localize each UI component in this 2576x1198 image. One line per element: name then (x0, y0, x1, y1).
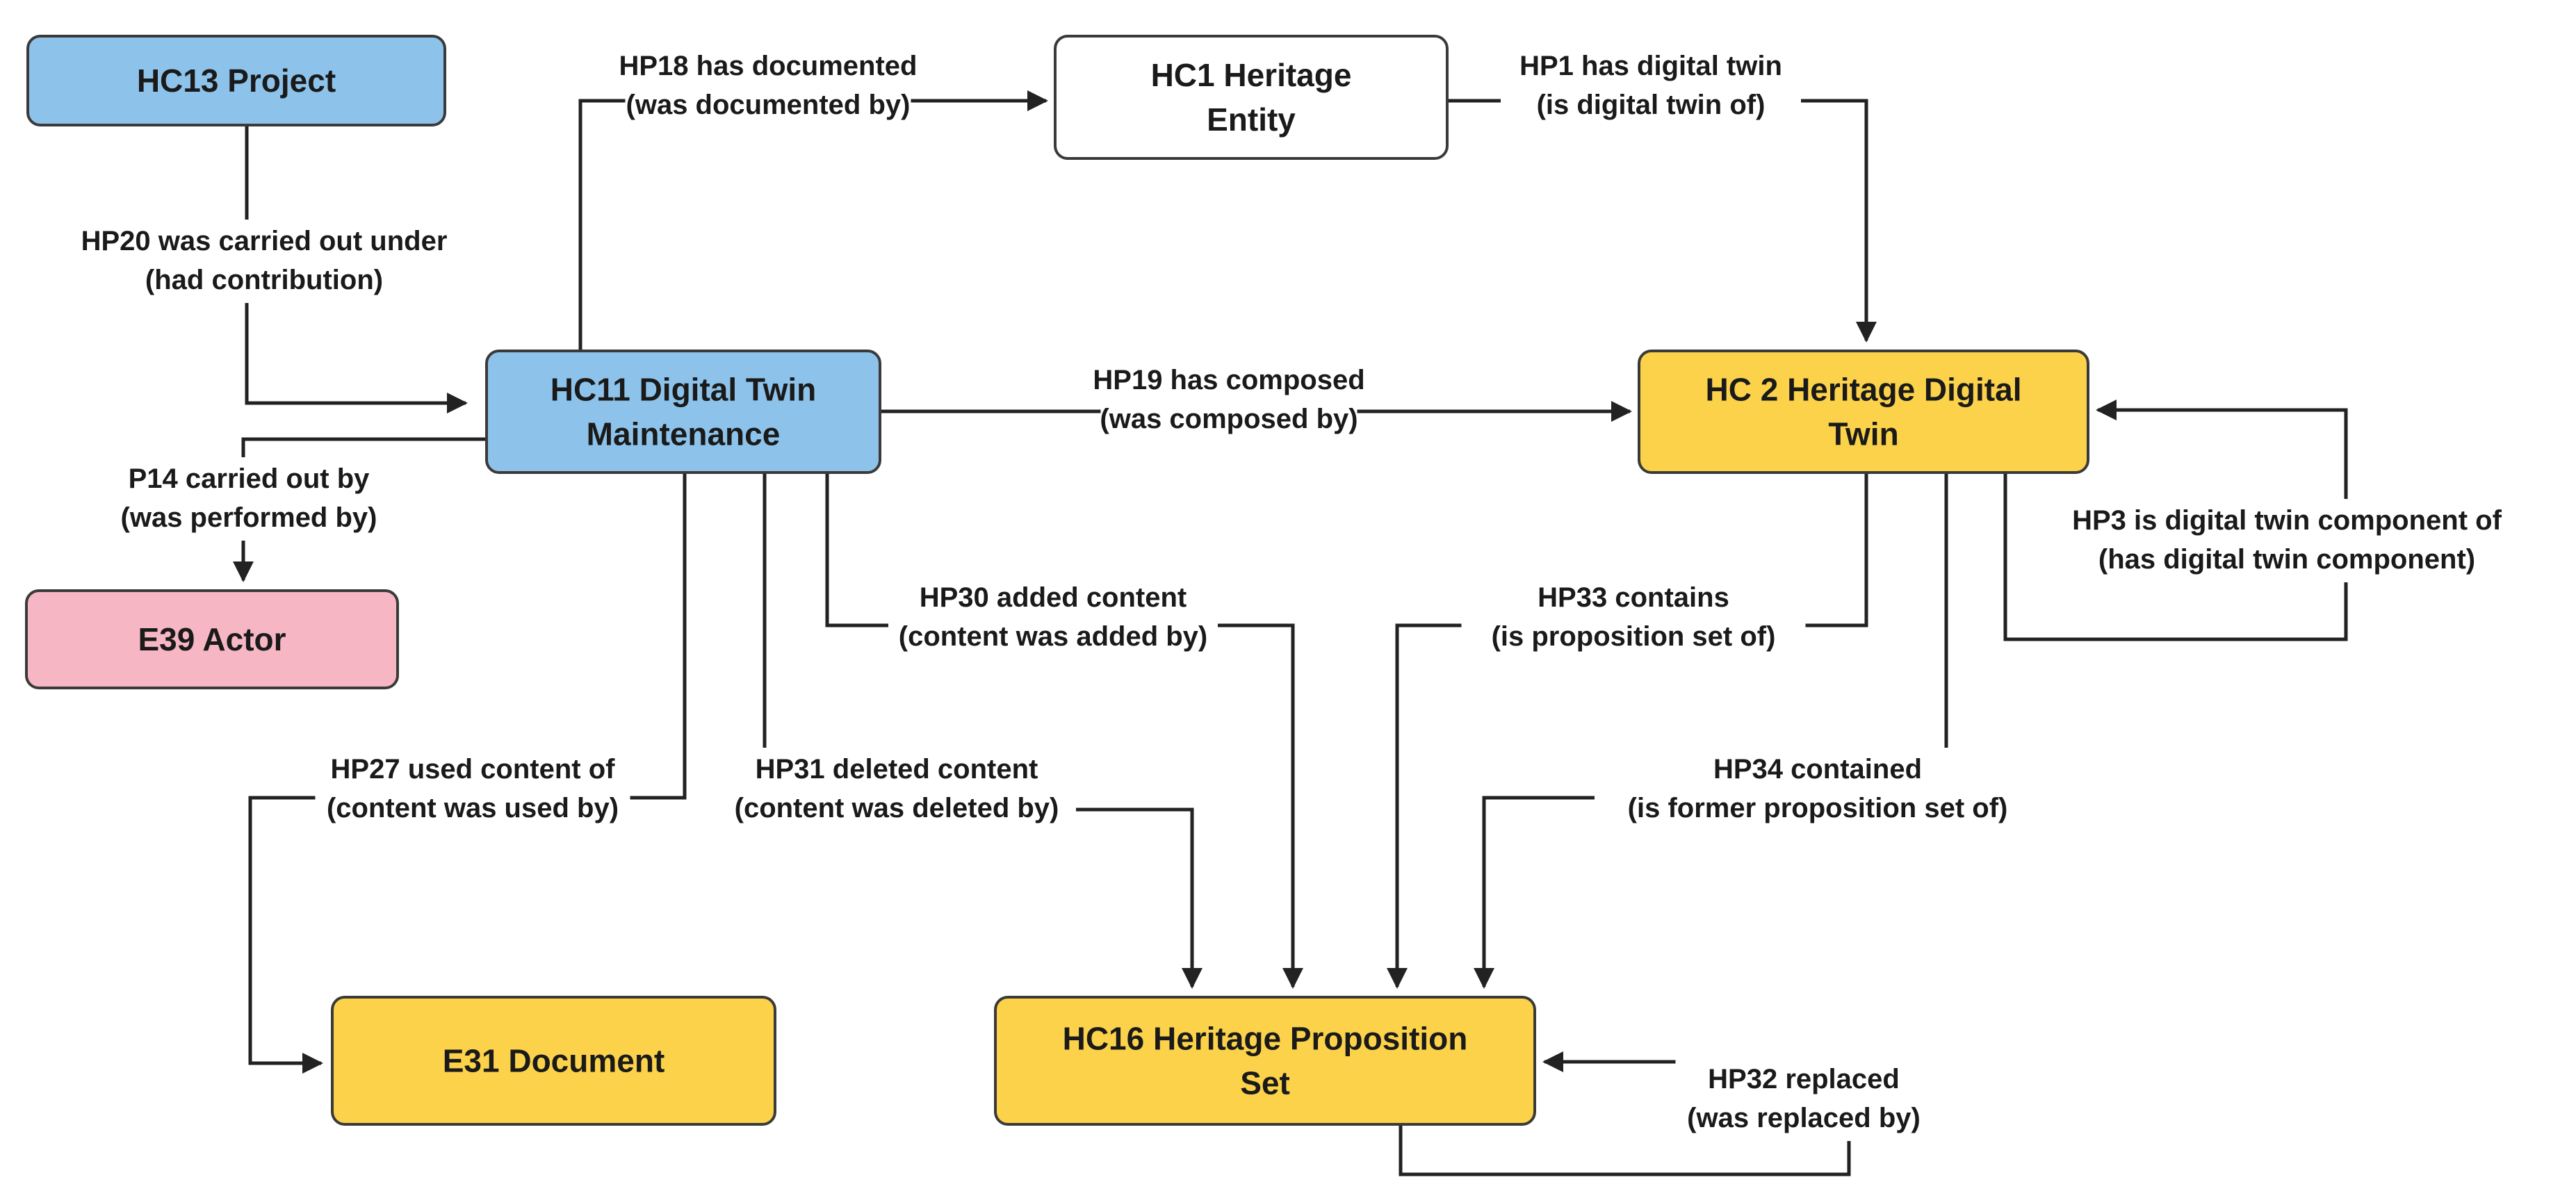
edge-label-line-hp1: (is digital twin of) (1537, 90, 1766, 120)
edge-label-line-hp32: HP32 replaced (1708, 1064, 1900, 1094)
node-label-hc1: Entity (1207, 101, 1296, 138)
edge-label-line-hp34: HP34 contained (1713, 754, 1922, 785)
edge-label-line-p14: (was performed by) (121, 502, 377, 533)
edge-label-hp33: HP33 contains (is proposition set of) (1461, 576, 1806, 659)
edge-hp1 (1447, 99, 1877, 343)
edge-line-hp34 (1474, 473, 1948, 989)
edge-label-line-hp33: (is proposition set of) (1492, 621, 1776, 652)
node-label-hc11: Maintenance (587, 416, 781, 452)
edge-label-line-p14: P14 carried out by (129, 463, 370, 494)
node-label-hc13: HC13 Project (137, 63, 336, 99)
edge-label-bg-hp27 (315, 748, 630, 831)
edge-line-hp1 (1447, 99, 1877, 343)
node-label-hc16: HC16 Heritage Proposition (1063, 1021, 1468, 1057)
edge-label-bg-hp3 (2049, 499, 2525, 582)
edge-label-hp32: HP32 replaced (was replaced by) (1675, 1058, 1932, 1141)
edge-label-bg-hp33 (1461, 576, 1806, 659)
edge-label-line-hp20: (had contribution) (145, 265, 383, 295)
edge-label-hp1: HP1 has digital twin (is digital twin of) (1501, 44, 1801, 128)
node-box-hc2 (1638, 350, 2089, 474)
edge-line-hp18 (578, 90, 1048, 351)
edge-line-hp3 (2003, 400, 2348, 641)
edge-label-hp30: HP30 added content (content was added by) (888, 576, 1218, 659)
edge-label-bg-hp20 (70, 220, 458, 303)
node-label-hc16: Set (1240, 1065, 1290, 1101)
edge-label-line-hp18: (was documented by) (626, 90, 911, 120)
edge-label-bg-hp1 (1501, 44, 1801, 128)
edge-label-line-hp19: HP19 has composed (1093, 365, 1364, 395)
edge-label-hp27: HP27 used content of (content was used by… (315, 748, 630, 831)
node-label-e31: E31 Document (443, 1043, 665, 1079)
node-label-hc2: HC 2 Heritage Digital (1706, 372, 2022, 408)
edge-label-line-hp27: HP27 used content of (331, 754, 616, 785)
edge-label-line-hp18: HP18 has documented (619, 51, 917, 81)
node-box-hc16 (994, 996, 1536, 1126)
edge-label-bg-hp18 (625, 44, 911, 128)
edge-label-line-hp34: (is former proposition set of) (1628, 793, 2008, 823)
node-label-hc11: HC11 Digital Twin (551, 372, 817, 408)
node-e31[interactable]: E31 Document (331, 996, 776, 1126)
edge-label-line-hp33: HP33 contains (1538, 582, 1729, 613)
edge-line-hp33 (1387, 473, 1868, 989)
edge-hp30 (825, 473, 1303, 989)
edge-label-bg-hp30 (888, 576, 1218, 659)
node-label-hc2: Twin (1828, 416, 1898, 452)
node-label-e39: E39 Actor (138, 621, 286, 657)
edge-hp33 (1387, 473, 1868, 989)
node-box-e31 (331, 996, 776, 1126)
node-box-hc11 (485, 350, 881, 474)
edge-line-hp30 (825, 473, 1303, 989)
edge-label-line-hp31: HP31 deleted content (756, 754, 1038, 785)
edge-label-bg-hp31 (717, 748, 1076, 831)
edge-label-hp18: HP18 has documented (was documented by) (619, 44, 918, 128)
edge-hp3 (2003, 400, 2348, 641)
edge-label-line-hp31: (content was deleted by) (735, 793, 1059, 823)
node-box-hc1 (1054, 35, 1449, 160)
edge-label-line-hp3: HP3 is digital twin component of (2072, 505, 2502, 536)
edge-label-hp34: HP34 contained (is former proposition set… (1595, 748, 2041, 831)
node-hc13[interactable]: HC13 Project (26, 35, 446, 126)
edge-label-line-hp27: (content was used by) (327, 793, 619, 823)
edge-label-line-hp32: (was replaced by) (1687, 1103, 1921, 1133)
edge-line-hp27 (248, 473, 687, 1074)
edge-line-hp20 (245, 125, 468, 413)
edge-label-bg-p14 (113, 457, 384, 541)
edge-label-hp20: HP20 was carried out under (had contribut… (70, 220, 458, 303)
edge-hp20 (245, 125, 468, 413)
edge-label-line-hp20: HP20 was carried out under (81, 226, 448, 256)
edge-hp27 (248, 473, 687, 1074)
node-label-hc1: HC1 Heritage (1151, 57, 1352, 93)
edge-label-hp31: HP31 deleted content (content was deleted… (717, 748, 1076, 831)
edge-label-bg-hp34 (1595, 748, 2041, 831)
edge-label-line-hp30: HP30 added content (920, 582, 1187, 613)
node-box-e39 (25, 589, 399, 689)
edge-hp34 (1474, 473, 1948, 989)
edge-label-hp3: HP3 is digital twin component of (has dig… (2049, 499, 2525, 582)
edges-layer: HP20 was carried out under (had contribut… (70, 44, 2525, 1176)
edge-label-line-hp1: HP1 has digital twin (1519, 51, 1782, 81)
node-box-hc13 (26, 35, 446, 126)
edge-label-line-hp3: (has digital twin component) (2098, 544, 2475, 575)
node-e39[interactable]: E39 Actor (25, 589, 399, 689)
edge-label-bg-hp19 (1100, 359, 1358, 442)
edge-label-bg-hp32 (1675, 1058, 1932, 1141)
edge-label-hp19: HP19 has composed (was composed by) (1093, 359, 1365, 442)
edge-label-line-hp30: (content was added by) (899, 621, 1208, 652)
edge-label-p14: P14 carried out by (was performed by) (113, 457, 384, 541)
edge-hp18 (578, 90, 1048, 351)
edge-label-line-hp19: (was composed by) (1100, 404, 1358, 434)
